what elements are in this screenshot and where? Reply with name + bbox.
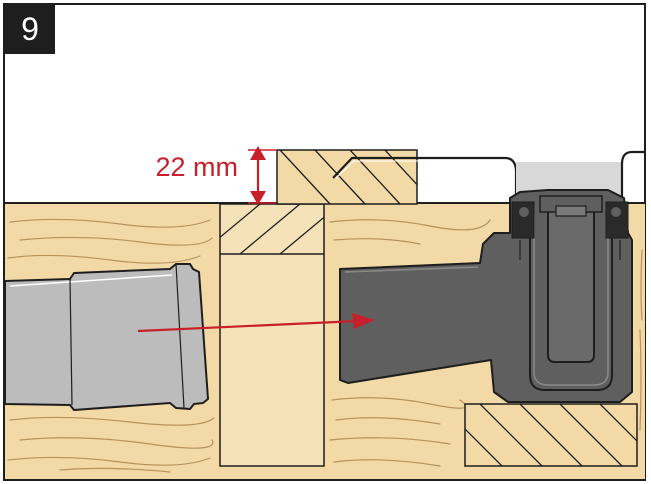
support-block: [464, 403, 638, 467]
joint-strip: [219, 203, 325, 467]
dimension-arrow: [248, 146, 276, 205]
drain-pipe: [4, 263, 209, 411]
insertion-arrow: [137, 313, 375, 333]
step-number-badge: 9: [5, 4, 55, 54]
dimension-label: 22 mm: [155, 152, 238, 182]
gully-body: [339, 189, 633, 403]
